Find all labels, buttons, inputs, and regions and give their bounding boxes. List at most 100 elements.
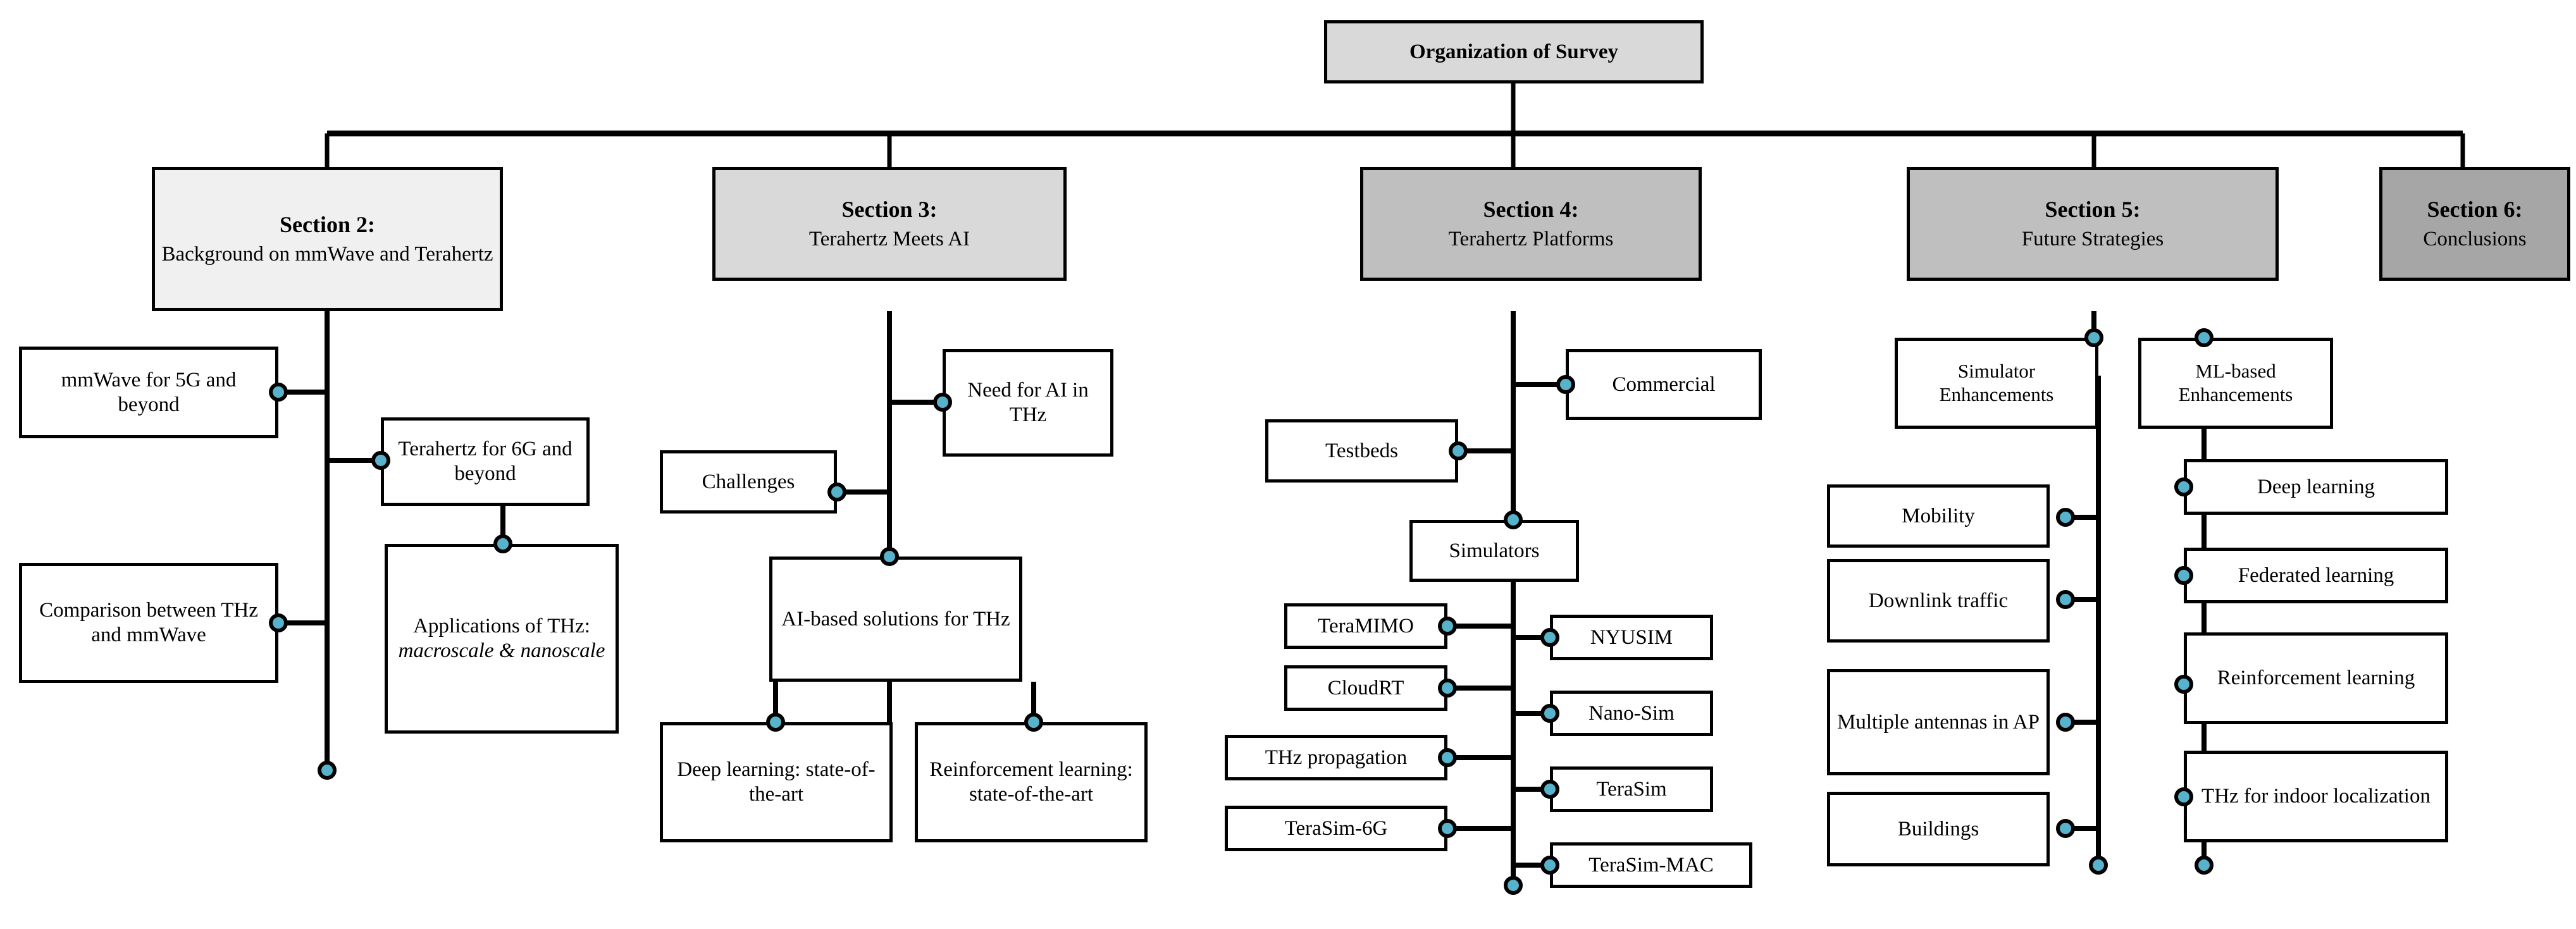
- connector-dot: [1504, 510, 1523, 529]
- leaf-label-deep-learning: Deep learning: [2257, 475, 2375, 498]
- leaf-node-federated-learning[interactable]: Federated learning: [2184, 548, 2448, 603]
- leaf-label-terahertz-for-6g: Terahertz for 6G and beyond: [398, 438, 573, 485]
- connector-dot: [1438, 819, 1457, 838]
- leaf-node-thz-propagation[interactable]: THz propagation: [1225, 735, 1447, 780]
- leaf-node-cloudrt[interactable]: CloudRT: [1284, 665, 1447, 711]
- section-node-section-2[interactable]: Section 2: Background on mmWave and Tera…: [152, 167, 503, 311]
- connector-dot: [766, 713, 785, 732]
- leaf-node-mmwave-for-5g[interactable]: mmWave for 5G and beyond: [19, 347, 278, 438]
- leaf-label-ml-based-enhancements: ML-based Enhancements: [2178, 360, 2293, 405]
- section-node-section-5[interactable]: Section 5: Future Strategies: [1907, 167, 2279, 281]
- leaf-node-ml-based-enhancements[interactable]: ML-based Enhancements: [2138, 338, 2333, 429]
- section-4-title: Section 4:: [1483, 197, 1579, 223]
- connector-dot: [1024, 713, 1043, 732]
- leaf-label-nano-sim: Nano-Sim: [1588, 701, 1675, 725]
- leaf-label-ai-based-solutions: AI-based solutions for THz: [781, 607, 1010, 631]
- leaf-node-terasim-6g[interactable]: TeraSim-6G: [1225, 806, 1447, 851]
- leaf-node-thz-for-indoor-localization[interactable]: THz for indoor localization: [2184, 751, 2448, 842]
- leaf-label-thz-propagation: THz propagation: [1265, 746, 1408, 769]
- root-node-organization-of-survey[interactable]: Organization of Survey: [1324, 20, 1704, 83]
- spine-terminal-dot-section-2: [318, 761, 337, 780]
- connector-dot: [2056, 508, 2075, 527]
- connector-dot: [2056, 590, 2075, 609]
- leaf-label-applications-of-thz: Applications of THz:: [413, 615, 590, 638]
- leaf-node-terasim-mac[interactable]: TeraSim-MAC: [1550, 842, 1752, 888]
- leaf-node-simulators[interactable]: Simulators: [1409, 520, 1579, 582]
- leaf-node-commercial[interactable]: Commercial: [1566, 349, 1762, 420]
- leaf-label-mobility: Mobility: [1902, 504, 1975, 527]
- connector-dot: [827, 483, 846, 501]
- leaf-label-need-for-ai-in-thz: Need for AI in THz: [967, 379, 1089, 426]
- spine-terminal-dot-section-4: [1504, 876, 1523, 895]
- leaf-label-commercial: Commercial: [1612, 372, 1716, 396]
- connector-dot: [933, 393, 952, 412]
- leaf-label-applications-of-thz-italic: macroscale & nanoscale: [398, 639, 605, 662]
- leaf-node-reinforcement-learning[interactable]: Reinforcement learning: [2184, 632, 2448, 724]
- connector-dot: [2174, 787, 2193, 806]
- leaf-node-mobility[interactable]: Mobility: [1827, 484, 2050, 548]
- connector-dot: [2174, 566, 2193, 585]
- connector-dot: [880, 547, 899, 566]
- connector-dot: [2084, 328, 2103, 347]
- section-node-section-4[interactable]: Section 4: Terahertz Platforms: [1360, 167, 1702, 281]
- section-3-subtitle: Terahertz Meets AI: [808, 227, 970, 250]
- leaf-node-applications-of-thz[interactable]: Applications of THz: macroscale & nanosc…: [385, 544, 619, 734]
- leaf-label-simulators: Simulators: [1449, 539, 1540, 562]
- section-node-section-3[interactable]: Section 3: Terahertz Meets AI: [712, 167, 1067, 281]
- leaf-node-downlink-traffic[interactable]: Downlink traffic: [1827, 559, 2050, 643]
- section-6-subtitle: Conclusions: [2423, 227, 2527, 250]
- spine-terminal-dot-simulator-enhancements: [2089, 856, 2108, 875]
- leaf-node-multiple-antennas-in-ap[interactable]: Multiple antennas in AP: [1827, 669, 2050, 775]
- leaf-node-ai-based-solutions[interactable]: AI-based solutions for THz: [769, 557, 1022, 682]
- leaf-node-reinforcement-learning-sota[interactable]: Reinforcement learning: state-of-the-art: [915, 722, 1148, 842]
- leaf-label-comparison-thz-mmwave: Comparison between THz and mmWave: [39, 599, 258, 646]
- section-3-title: Section 3:: [841, 197, 938, 223]
- section-4-subtitle: Terahertz Platforms: [1448, 227, 1614, 250]
- leaf-node-buildings[interactable]: Buildings: [1827, 792, 2050, 866]
- leaf-label-cloudrt: CloudRT: [1327, 676, 1404, 699]
- leaf-label-federated-learning: Federated learning: [2238, 563, 2394, 587]
- section-2-title: Section 2:: [280, 212, 375, 238]
- leaf-node-nano-sim[interactable]: Nano-Sim: [1550, 691, 1713, 736]
- leaf-label-terasim: TeraSim: [1596, 777, 1667, 801]
- leaf-node-terasim[interactable]: TeraSim: [1550, 766, 1713, 812]
- section-node-section-6[interactable]: Section 6: Conclusions: [2379, 167, 2570, 281]
- connector-dot: [493, 534, 512, 553]
- connector-dot: [2195, 328, 2214, 347]
- leaf-node-teramimo[interactable]: TeraMIMO: [1284, 603, 1447, 649]
- leaf-node-simulator-enhancements[interactable]: Simulator Enhancements: [1895, 338, 2098, 429]
- leaf-label-testbeds: Testbeds: [1325, 439, 1398, 462]
- spine-terminal-dot-ml-based-enhancements: [2195, 856, 2214, 875]
- connector-dot: [1540, 780, 1559, 799]
- leaf-node-nyusim[interactable]: NYUSIM: [1550, 615, 1713, 660]
- leaf-node-testbeds[interactable]: Testbeds: [1265, 419, 1458, 483]
- leaf-node-deep-learning-sota[interactable]: Deep learning: state-of-the-art: [660, 722, 893, 842]
- leaf-node-terahertz-for-6g[interactable]: Terahertz for 6G and beyond: [381, 417, 590, 506]
- leaf-label-downlink-traffic: Downlink traffic: [1868, 589, 2009, 612]
- connector-dot: [2056, 713, 2075, 732]
- root-node-label: Organization of Survey: [1409, 40, 1618, 63]
- section-5-title: Section 5:: [2045, 197, 2141, 223]
- connector-dot: [371, 451, 390, 470]
- connector-dot: [1449, 441, 1468, 460]
- connector-dot: [1540, 628, 1559, 647]
- leaf-label-challenges: Challenges: [702, 470, 795, 493]
- section-2-subtitle: Background on mmWave and Terahertz: [161, 242, 493, 266]
- leaf-node-challenges[interactable]: Challenges: [660, 450, 837, 514]
- connector-dot: [269, 383, 288, 402]
- leaf-node-comparison-thz-mmwave[interactable]: Comparison between THz and mmWave: [19, 563, 278, 683]
- leaf-node-deep-learning[interactable]: Deep learning: [2184, 459, 2448, 515]
- connector-dot: [1438, 617, 1457, 636]
- leaf-label-nyusim: NYUSIM: [1590, 625, 1673, 649]
- section-5-subtitle: Future Strategies: [2021, 227, 2164, 250]
- leaf-label-mmwave-for-5g: mmWave for 5G and beyond: [61, 368, 237, 416]
- connector-dot: [1540, 856, 1559, 875]
- connector-dot: [2056, 819, 2075, 838]
- leaf-label-simulator-enhancements: Simulator Enhancements: [1939, 360, 2054, 405]
- leaf-label-buildings: Buildings: [1897, 817, 1979, 840]
- leaf-label-terasim-6g: TeraSim-6G: [1284, 816, 1388, 840]
- leaf-node-need-for-ai-in-thz[interactable]: Need for AI in THz: [943, 349, 1113, 457]
- leaf-label-thz-for-indoor-localization: THz for indoor localization: [2201, 785, 2430, 808]
- leaf-label-teramimo: TeraMIMO: [1318, 614, 1414, 637]
